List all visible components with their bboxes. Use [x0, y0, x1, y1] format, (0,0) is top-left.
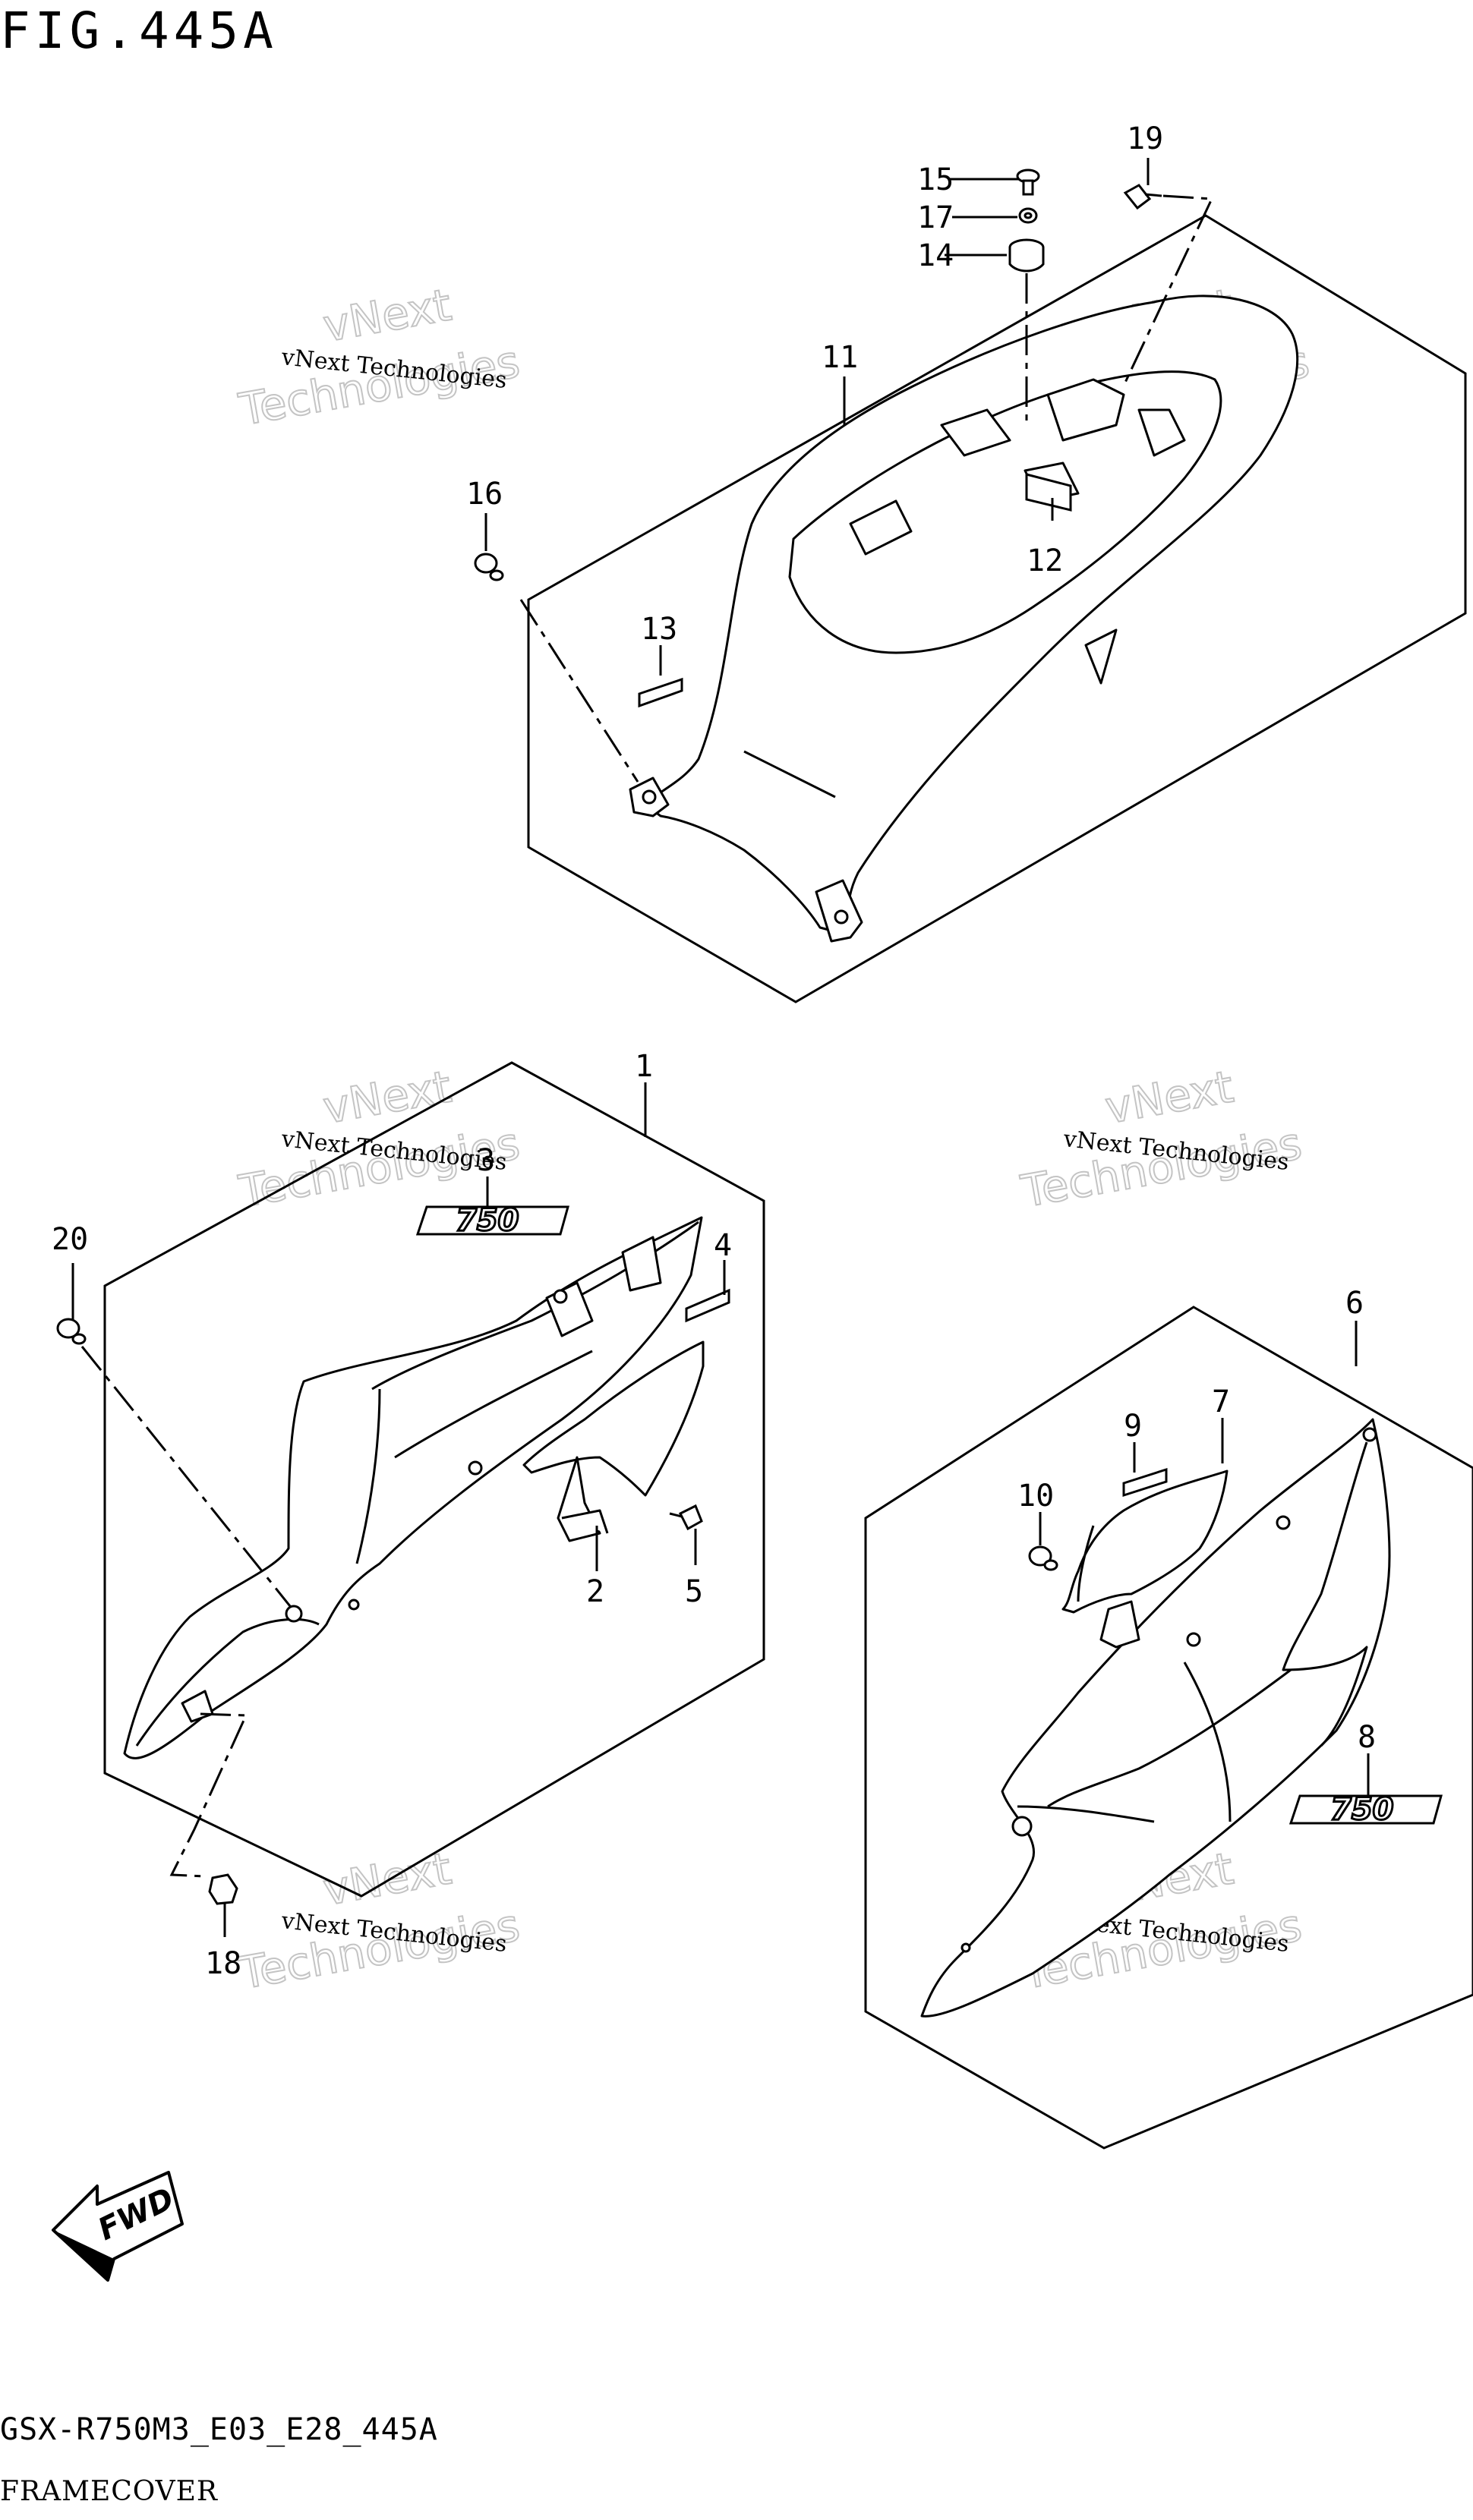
svg-text:750: 750 — [1330, 1792, 1394, 1827]
cushion-14 — [1008, 238, 1045, 272]
watermark-1: vNext Technologies vNext Technologies — [235, 278, 525, 436]
figure-name: FRAMECOVER — [0, 2476, 219, 2507]
label-13-sticker — [638, 677, 683, 708]
callout-1: 1 — [635, 1049, 653, 1084]
nut-18 — [208, 1873, 238, 1905]
screw-20 — [56, 1318, 87, 1345]
callout-16: 16 — [466, 477, 503, 512]
callout-6: 6 — [1345, 1286, 1364, 1321]
svg-text:vNext: vNext — [1102, 1060, 1238, 1133]
figure-title: FIG.445A — [0, 2, 278, 60]
callout-17: 17 — [917, 200, 954, 235]
callout-10: 10 — [1017, 1479, 1054, 1514]
watermark-5: vNext Technologies vNext Technologies — [235, 1841, 525, 2000]
leader-lines-1 — [71, 1082, 726, 1937]
callout-8: 8 — [1358, 1720, 1376, 1755]
screw-5 — [669, 1504, 703, 1531]
figure-code: GSX-R750M3_E03_E28_445A — [0, 2412, 438, 2447]
frame-cover-left — [123, 1216, 703, 1759]
group-frame-11 — [527, 214, 1467, 1003]
callout-14: 14 — [917, 238, 954, 273]
screw-10 — [1028, 1545, 1058, 1571]
grommet-16 — [474, 553, 504, 581]
screw-19 — [1123, 184, 1162, 210]
inner-cover-7 — [1061, 1469, 1229, 1649]
fwd-arrow-icon: FWD — [52, 2171, 184, 2282]
decal-3-logo: 750 — [415, 1202, 569, 1240]
callout-20: 20 — [52, 1222, 88, 1257]
group-frame-6 — [864, 1306, 1473, 2150]
group-frame-1 — [103, 1061, 765, 1898]
watermark-4: vNext Technologies vNext Technologies — [1017, 1060, 1307, 1218]
watermark-3: vNext Technologies vNext Technologies — [235, 1060, 525, 1218]
decal-8-logo: 750 — [1288, 1791, 1443, 1829]
callout-9: 9 — [1124, 1409, 1142, 1444]
callout-labels: 15 17 14 19 11 16 12 13 1 3 4 20 2 5 18 … — [52, 121, 1376, 1981]
callout-5: 5 — [685, 1574, 703, 1609]
callout-18: 18 — [205, 1946, 241, 1981]
svg-text:750: 750 — [456, 1203, 519, 1238]
frame-cover-right — [920, 1418, 1391, 2018]
callout-11: 11 — [822, 340, 858, 375]
screw-15 — [1016, 169, 1040, 196]
label-12-sticker — [1025, 473, 1072, 512]
label-9-sticker — [1122, 1467, 1168, 1498]
leader-lines-6 — [1039, 1321, 1370, 1796]
seat-tail-cowl — [629, 295, 1299, 943]
svg-text:vNext: vNext — [320, 279, 456, 351]
svg-text:vNext: vNext — [320, 1060, 456, 1133]
callout-3: 3 — [477, 1143, 495, 1178]
leader-lines-11 — [484, 158, 1214, 783]
callout-7: 7 — [1212, 1384, 1230, 1419]
washer-17 — [1018, 207, 1038, 224]
callout-15: 15 — [917, 162, 954, 197]
callout-19: 19 — [1127, 121, 1163, 156]
callout-12: 12 — [1027, 543, 1063, 578]
callout-2: 2 — [586, 1574, 604, 1609]
callout-4: 4 — [714, 1228, 732, 1263]
callout-13: 13 — [641, 612, 677, 647]
label-4-sticker — [685, 1288, 730, 1323]
